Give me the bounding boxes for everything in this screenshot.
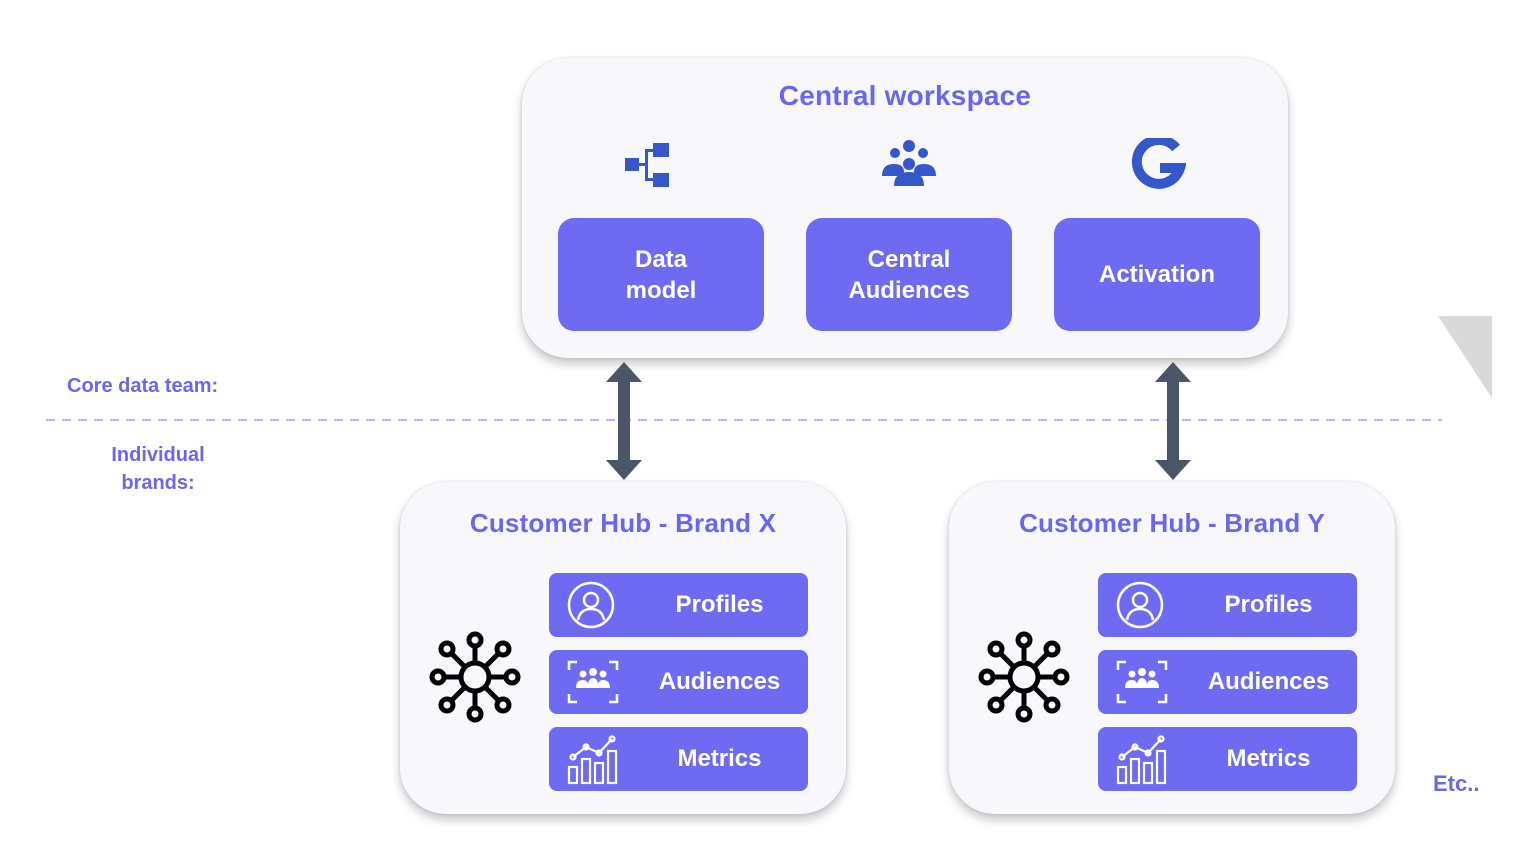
hub-panel-brand-y: Customer Hub - Brand Y xyxy=(949,482,1395,814)
hub-panel-brand-x: Customer Hub - Brand X xyxy=(400,482,846,814)
metrics-icon xyxy=(1116,735,1170,792)
network-hub-icon xyxy=(428,630,522,729)
network-hub-icon xyxy=(977,630,1071,729)
core-team-label: Core data team: xyxy=(67,375,219,397)
central-audiences-tile[interactable]: Central Audiences xyxy=(806,218,1012,331)
double-arrow-right xyxy=(1153,362,1193,485)
metrics-icon xyxy=(567,735,621,792)
activation-tile[interactable]: Activation xyxy=(1054,218,1260,331)
audiences-button[interactable]: Audiences xyxy=(549,650,808,714)
central-workspace-panel: Central workspace Data model C xyxy=(522,58,1288,358)
hub-title: Customer Hub - Brand Y xyxy=(1019,508,1325,538)
profile-icon xyxy=(1116,581,1164,636)
audience-icon xyxy=(567,658,619,713)
cropped-shape xyxy=(1438,316,1492,398)
etc-label: Etc.. xyxy=(1433,771,1480,796)
metrics-button[interactable]: Metrics xyxy=(549,727,808,791)
central-workspace-title: Central workspace xyxy=(778,80,1032,111)
data-model-tile[interactable]: Data model xyxy=(558,218,764,331)
google-icon xyxy=(1130,134,1187,199)
metrics-label: Metrics xyxy=(677,745,762,772)
hub-title: Customer Hub - Brand X xyxy=(469,508,777,538)
profiles-label: Profiles xyxy=(1224,591,1313,618)
audience-icon xyxy=(1116,658,1168,713)
data-model-icon xyxy=(624,142,670,193)
brands-label: Individual brands: xyxy=(111,444,205,494)
team-icon xyxy=(878,138,940,193)
profiles-label: Profiles xyxy=(675,591,764,618)
metrics-button[interactable]: Metrics xyxy=(1098,727,1357,791)
profiles-button[interactable]: Profiles xyxy=(1098,573,1357,637)
audiences-label: Audiences xyxy=(658,668,781,695)
metrics-label: Metrics xyxy=(1226,745,1311,772)
profiles-button[interactable]: Profiles xyxy=(549,573,808,637)
audiences-label: Audiences xyxy=(1207,668,1330,695)
audiences-button[interactable]: Audiences xyxy=(1098,650,1357,714)
profile-icon xyxy=(567,581,615,636)
double-arrow-left xyxy=(604,362,644,485)
